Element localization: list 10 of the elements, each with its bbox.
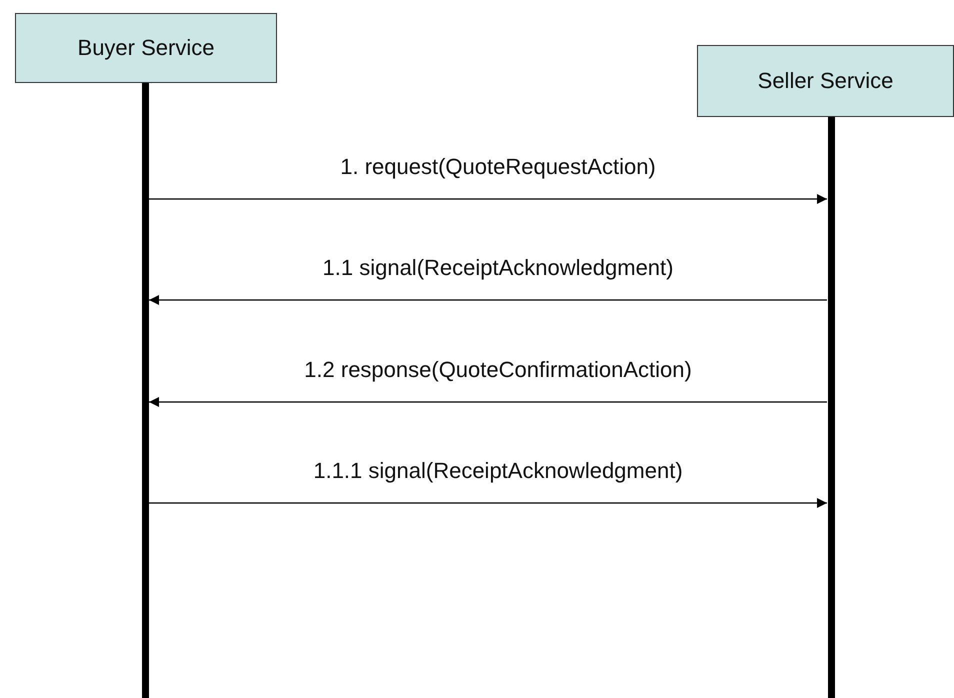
message-arrow	[149, 295, 827, 305]
message-label: 1.1.1 signal(ReceiptAcknowledgment)	[313, 458, 683, 484]
message-label: 1. request(QuoteRequestAction)	[340, 154, 656, 180]
message-label: 1.1 signal(ReceiptAcknowledgment)	[322, 255, 674, 281]
participant-box: Buyer Service	[15, 13, 277, 83]
message-label: 1.2 response(QuoteConfirmationAction)	[304, 357, 692, 383]
message-arrow	[149, 498, 827, 508]
participant-box: Seller Service	[697, 45, 954, 117]
message-arrow	[149, 194, 827, 204]
message-arrow	[149, 397, 827, 407]
